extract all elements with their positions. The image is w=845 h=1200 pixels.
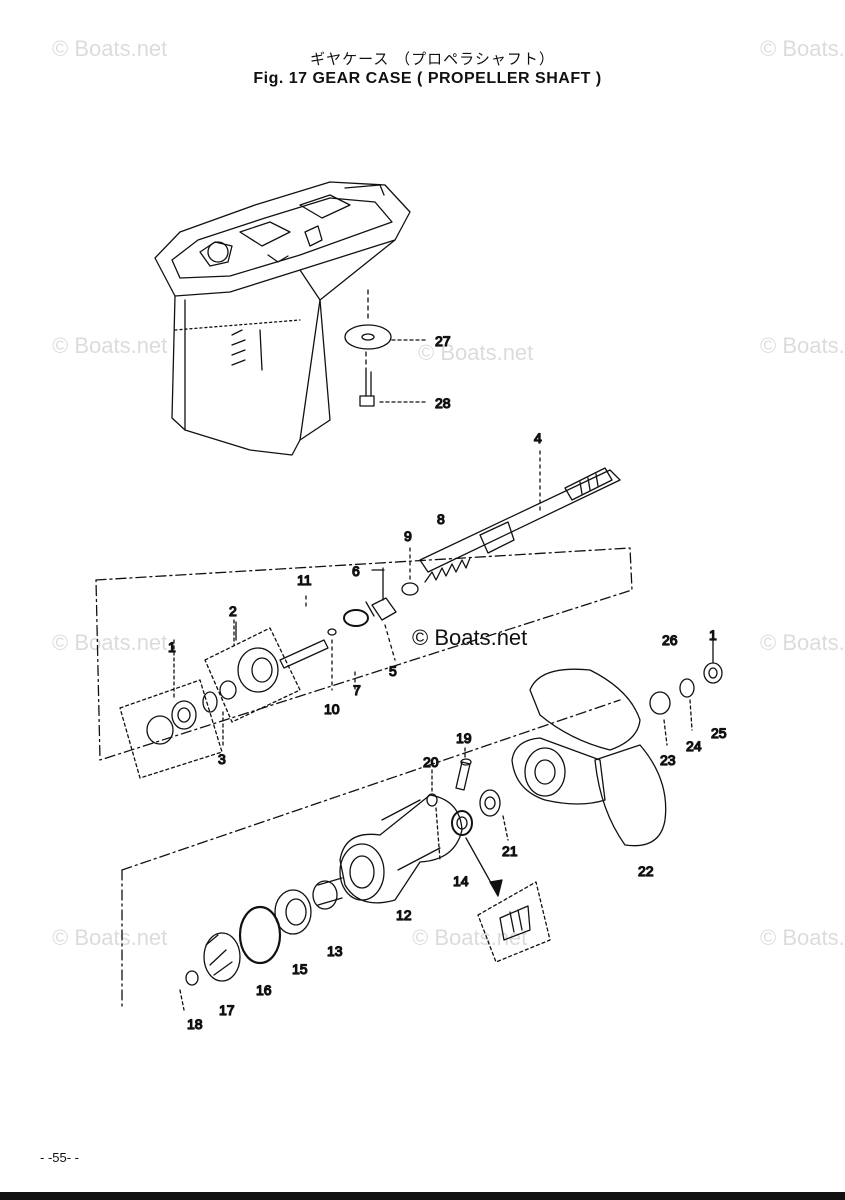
callout-14: 14 [453,873,469,889]
part-5-snap-ring[interactable] [343,609,396,661]
part-14-oil-seal[interactable] [451,810,503,897]
part-23-washer[interactable] [649,691,671,715]
part-28-bolt[interactable] [359,351,429,407]
watermark: © Boats.net [412,925,528,950]
part-13-bearing[interactable] [312,877,343,910]
part-25-nut[interactable] [703,639,723,684]
callout-24: 24 [686,738,702,754]
part-10-pin[interactable] [327,628,337,691]
callout-9: 9 [404,528,412,544]
callout-21: 21 [502,843,518,859]
callout-8: 8 [437,511,445,527]
part-6-shifter[interactable] [365,567,397,621]
diagram-title: Fig. 17 GEAR CASE ( PROPELLER SHAFT ) [253,70,602,87]
watermark: © Boats.net [52,333,168,358]
watermark: © Boats.net [760,630,845,655]
part-19-bolt[interactable] [455,758,472,791]
part-21-spacer[interactable] [479,789,501,817]
part-8-spring[interactable] [424,557,471,583]
part-20-washer[interactable] [426,793,438,807]
bottom-border [0,1192,845,1200]
part-24-washer[interactable] [679,678,695,698]
callout-2: 2 [229,603,237,619]
part-2-gear[interactable] [235,621,279,693]
callout-1-nut: 1 [709,627,717,643]
callout-22: 22 [638,863,654,879]
callout-16: 16 [256,982,272,998]
callout-25: 25 [711,725,727,741]
callout-13: 13 [327,943,343,959]
page-number: - -55- - [40,1150,79,1165]
callout-1: 1 [168,639,176,655]
callout-18: 18 [187,1016,203,1032]
callout-23: 23 [660,752,676,768]
callout-27: 27 [435,333,451,349]
callout-28: 28 [435,395,451,411]
gear-case-housing[interactable] [154,181,411,456]
watermark: © Boats.net [760,925,845,950]
callout-11: 11 [297,572,312,588]
callout-19: 19 [456,730,472,746]
watermark: © Boats.net [760,36,845,61]
part-9-ball[interactable] [401,547,419,596]
callout-15: 15 [292,961,308,977]
callout-12: 12 [396,907,412,923]
callout-7: 7 [353,682,361,698]
special-tool[interactable] [477,881,551,963]
part-15-bearing[interactable] [274,889,312,935]
part-16-o-ring[interactable] [238,905,282,965]
watermark: © Boats.net [418,340,534,365]
callout-17: 17 [219,1002,235,1018]
part-18-washer[interactable] [185,970,199,986]
watermark: © Boats.net [52,36,168,61]
part-12-bearing-housing[interactable] [339,794,463,904]
callout-6: 6 [352,563,360,579]
part-17-gear[interactable] [203,932,241,982]
callout-4: 4 [534,430,542,446]
callout-3: 3 [218,751,226,767]
callout-5: 5 [389,663,397,679]
part-1-bearing[interactable] [146,700,197,745]
part-27-plate[interactable] [344,289,429,350]
diagram-title-japanese: ギヤケース （プロペラシャフト） [310,50,555,68]
part-3-washer[interactable] [202,680,237,713]
watermark: © Boats.net [52,925,168,950]
part-11-plunger[interactable] [279,595,356,691]
part-4-propeller-shaft[interactable] [419,449,621,573]
callout-20: 20 [423,754,439,770]
watermark: © Boats.net [760,333,845,358]
part-22-propeller[interactable] [511,668,667,847]
callout-10: 10 [324,701,340,717]
callout-26: 26 [662,632,678,648]
watermark: © Boats.net [52,630,168,655]
